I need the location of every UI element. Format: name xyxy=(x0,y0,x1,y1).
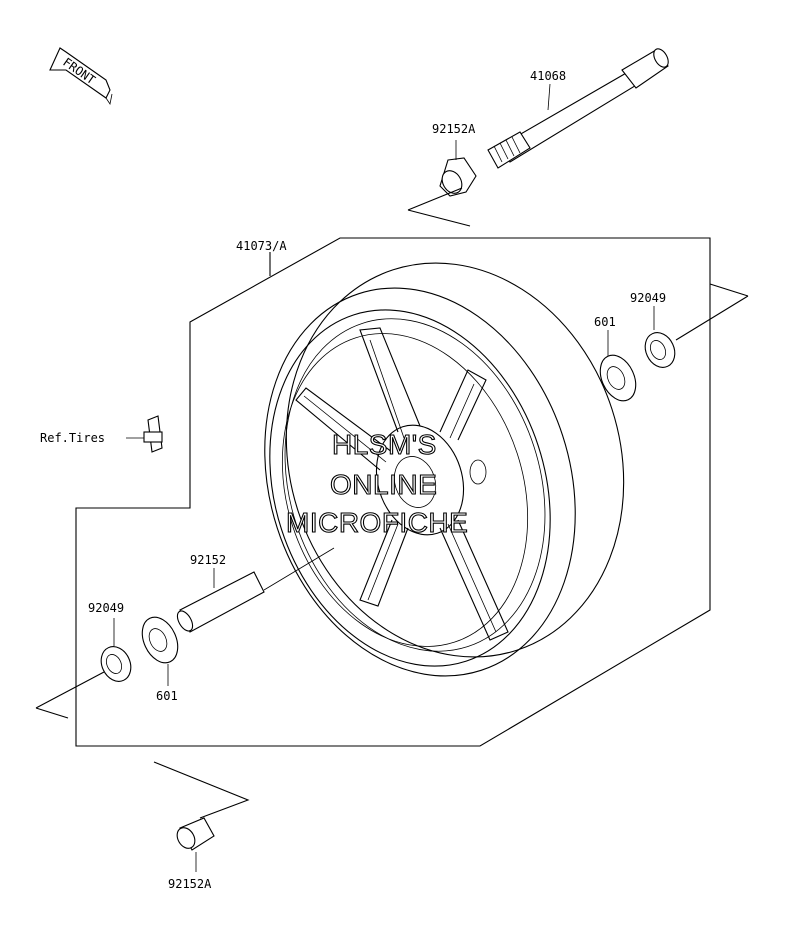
watermark-line-1: HLSM'S xyxy=(332,429,437,460)
valve-label: Ref.Tires xyxy=(40,431,105,445)
seal-right-part xyxy=(644,306,676,368)
collar-top-label: 92152A xyxy=(432,122,476,136)
bearing-left-label: 601 xyxy=(156,689,178,703)
seal-left-part xyxy=(100,618,132,682)
collar-bottom-part xyxy=(176,817,215,872)
seal-right-label: 92049 xyxy=(630,291,666,305)
bearing-right-label: 601 xyxy=(594,315,616,329)
bearing-right-part xyxy=(599,330,637,402)
collar-top-part xyxy=(439,140,477,197)
bearing-left-part xyxy=(141,616,179,686)
collar-bottom-label: 92152A xyxy=(168,877,212,891)
spacer-label: 92152 xyxy=(190,553,226,567)
spacer-part xyxy=(176,547,335,633)
wheel-label: 41073/A xyxy=(236,239,287,253)
axle-part xyxy=(487,48,669,169)
front-label: FRONT xyxy=(60,55,98,87)
front-arrow-icon: FRONT xyxy=(49,47,113,106)
watermark-line-3: MICROFICHE xyxy=(286,507,468,538)
seal-left-label: 92049 xyxy=(88,601,124,615)
axle-label: 41068 xyxy=(530,69,566,83)
valve-part xyxy=(126,415,163,453)
wheel-part xyxy=(264,262,625,677)
watermark-line-2: ONLINE xyxy=(330,469,437,500)
